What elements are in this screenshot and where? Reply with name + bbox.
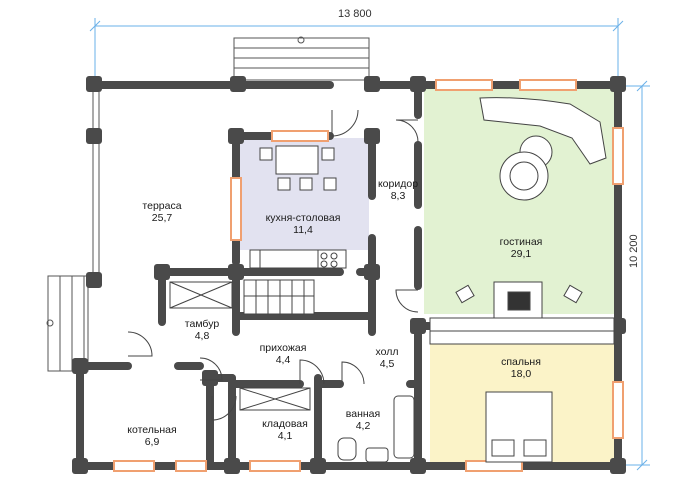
doors — [127, 109, 419, 421]
room-hallway-area: 4,4 — [275, 354, 291, 366]
room-tambour-name: тамбур — [184, 318, 220, 330]
room-living-area: 29,1 — [510, 248, 532, 260]
windows — [113, 79, 624, 472]
room-boiler-name: котельная — [127, 424, 177, 436]
room-bedroom: спальня 18,0 — [486, 356, 556, 380]
room-hall-name: холл — [375, 346, 399, 358]
room-terrace: терраса 25,7 — [132, 200, 192, 224]
living-room-furniture — [455, 97, 607, 319]
room-storage-name: кладовая — [262, 418, 308, 430]
room-boiler: котельная 6,9 — [112, 424, 192, 448]
height-dimension-label: 10 200 — [628, 234, 640, 268]
width-dimension-label: 13 800 — [338, 8, 372, 20]
room-corridor-area: 8,3 — [390, 190, 406, 202]
room-terrace-name: терраса — [142, 200, 182, 212]
bedroom-furniture — [429, 317, 615, 463]
room-kitchen-area: 11,4 — [293, 224, 313, 236]
room-living-name: гостиная — [499, 236, 543, 248]
room-bedroom-area: 18,0 — [510, 368, 532, 380]
room-corridor-name: коридор — [377, 178, 419, 190]
room-tambour-area: 4,8 — [194, 330, 210, 342]
room-bedroom-name: спальня — [501, 356, 541, 368]
room-hallway: прихожая 4,4 — [250, 342, 316, 366]
room-kitchen-name: кухня-столовая — [265, 212, 341, 224]
closets — [169, 281, 311, 411]
room-boiler-area: 6,9 — [144, 436, 160, 448]
staircase — [243, 279, 315, 315]
room-terrace-area: 25,7 — [151, 212, 173, 224]
room-storage: кладовая 4,1 — [250, 418, 320, 442]
room-bathroom-name: ванная — [345, 408, 381, 420]
room-storage-area: 4,1 — [277, 430, 293, 442]
room-bathroom: ванная 4,2 — [336, 408, 390, 432]
bathroom-fixtures — [337, 395, 415, 463]
room-living: гостиная 29,1 — [486, 236, 556, 260]
room-bathroom-area: 4,2 — [355, 420, 371, 432]
room-hall-area: 4,5 — [379, 358, 395, 370]
room-hallway-name: прихожая — [259, 342, 307, 354]
room-corridor: коридор 8,3 — [368, 178, 428, 202]
room-tambour: тамбур 4,8 — [172, 318, 232, 342]
kitchen-furniture — [249, 145, 347, 269]
room-kitchen: кухня-столовая 11,4 — [248, 212, 358, 236]
dimension-lines — [89, 18, 650, 471]
room-hall: холл 4,5 — [362, 346, 412, 370]
